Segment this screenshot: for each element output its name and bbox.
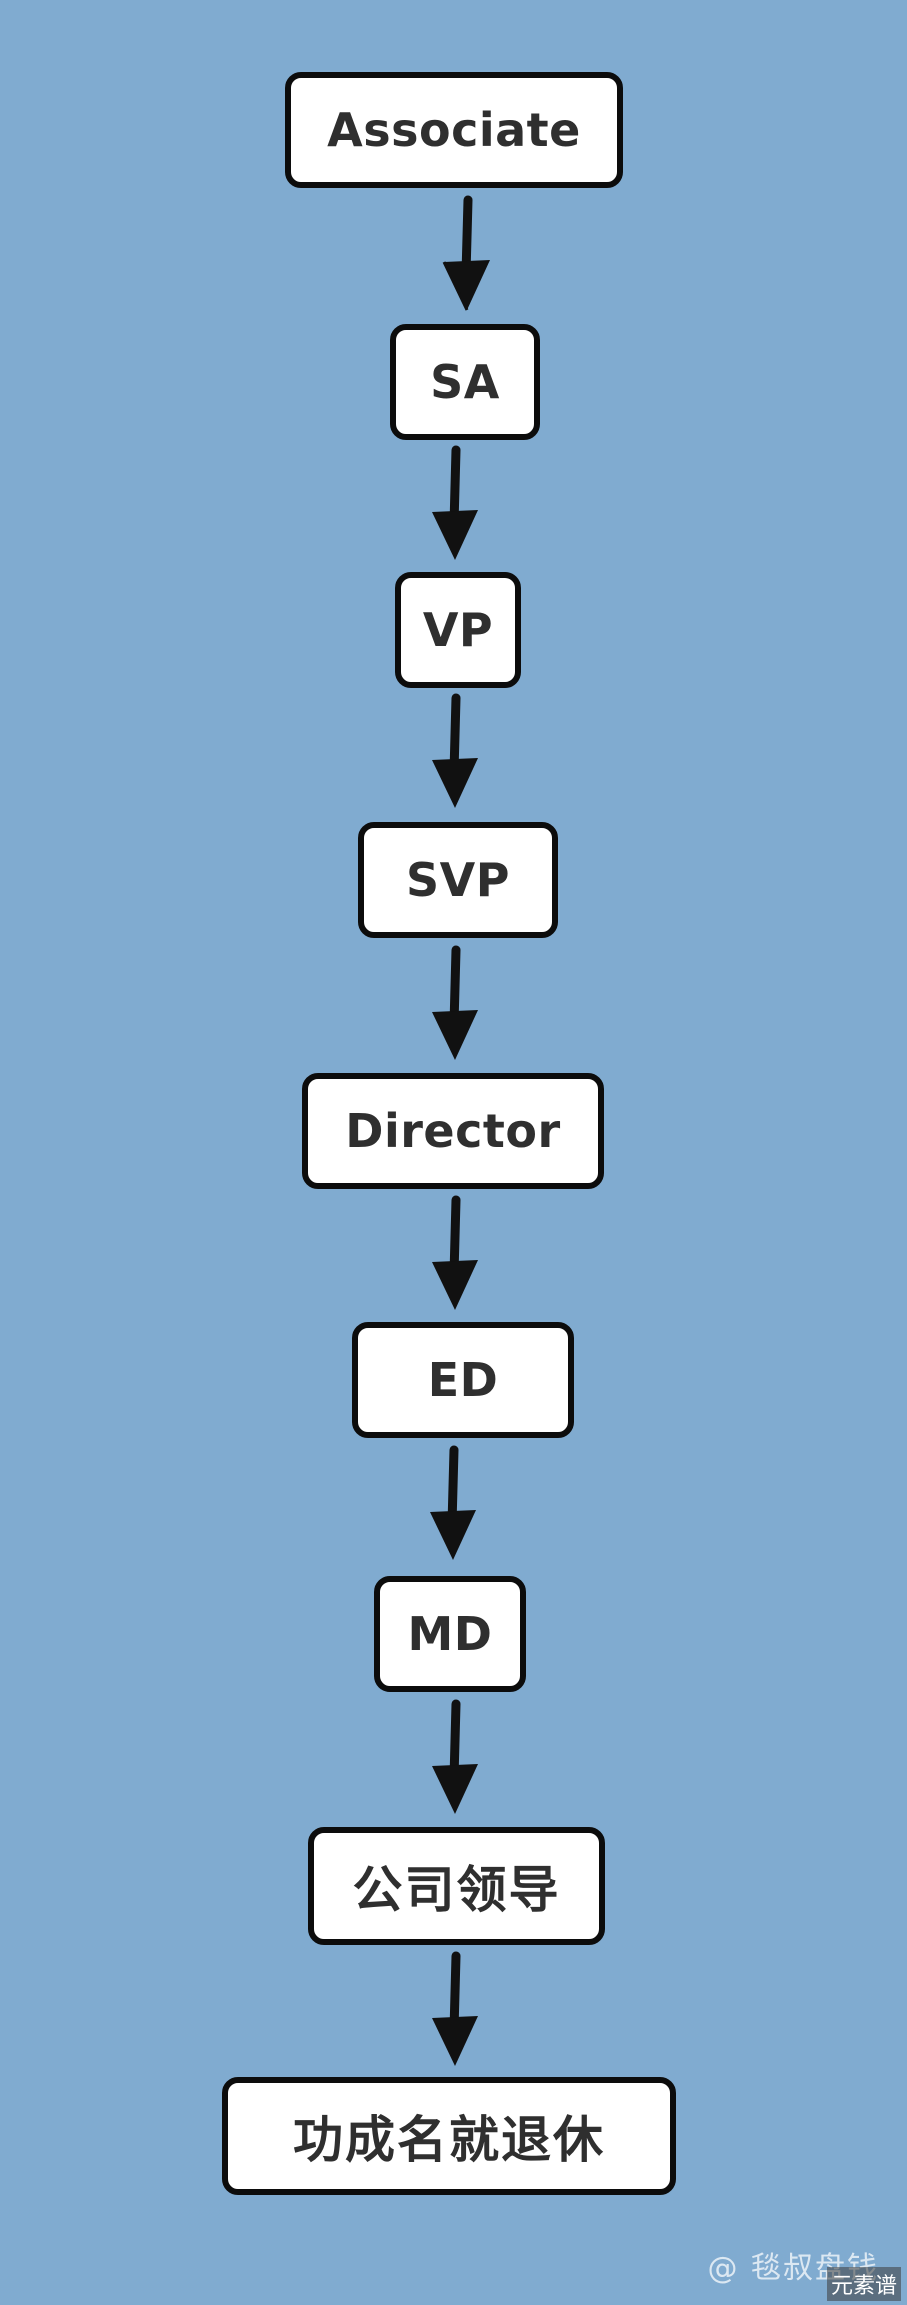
arrow-down-icon <box>420 445 490 566</box>
corner-badge: 元素谱 <box>826 2267 901 2301</box>
node-label: Associate <box>327 103 581 157</box>
node-retire: 功成名就退休 <box>222 2077 676 2195</box>
node-svp: SVP <box>358 822 558 938</box>
arrow-down-icon <box>420 1951 490 2072</box>
arrow-down-icon <box>420 1699 490 1820</box>
node-associate: Associate <box>285 72 623 188</box>
arrow-down-icon <box>420 693 490 814</box>
arrow-down-icon <box>432 195 502 316</box>
node-label: 公司领导 <box>352 1861 561 1919</box>
arrow-down-icon <box>420 945 490 1066</box>
node-label: SVP <box>406 853 510 907</box>
node-company-leader: 公司领导 <box>308 1827 605 1945</box>
node-ed: ED <box>352 1322 574 1438</box>
node-label: VP <box>422 603 494 657</box>
node-md: MD <box>374 1576 526 1692</box>
node-vp: VP <box>395 572 521 688</box>
node-director: Director <box>302 1073 604 1189</box>
arrow-down-icon <box>420 1195 490 1316</box>
node-sa: SA <box>390 324 540 440</box>
node-label: MD <box>407 1607 493 1661</box>
node-label: Director <box>345 1104 561 1158</box>
arrow-down-icon <box>418 1445 488 1566</box>
node-label: ED <box>427 1353 499 1407</box>
node-label: SA <box>430 355 500 409</box>
node-label: 功成名就退休 <box>293 2111 605 2169</box>
